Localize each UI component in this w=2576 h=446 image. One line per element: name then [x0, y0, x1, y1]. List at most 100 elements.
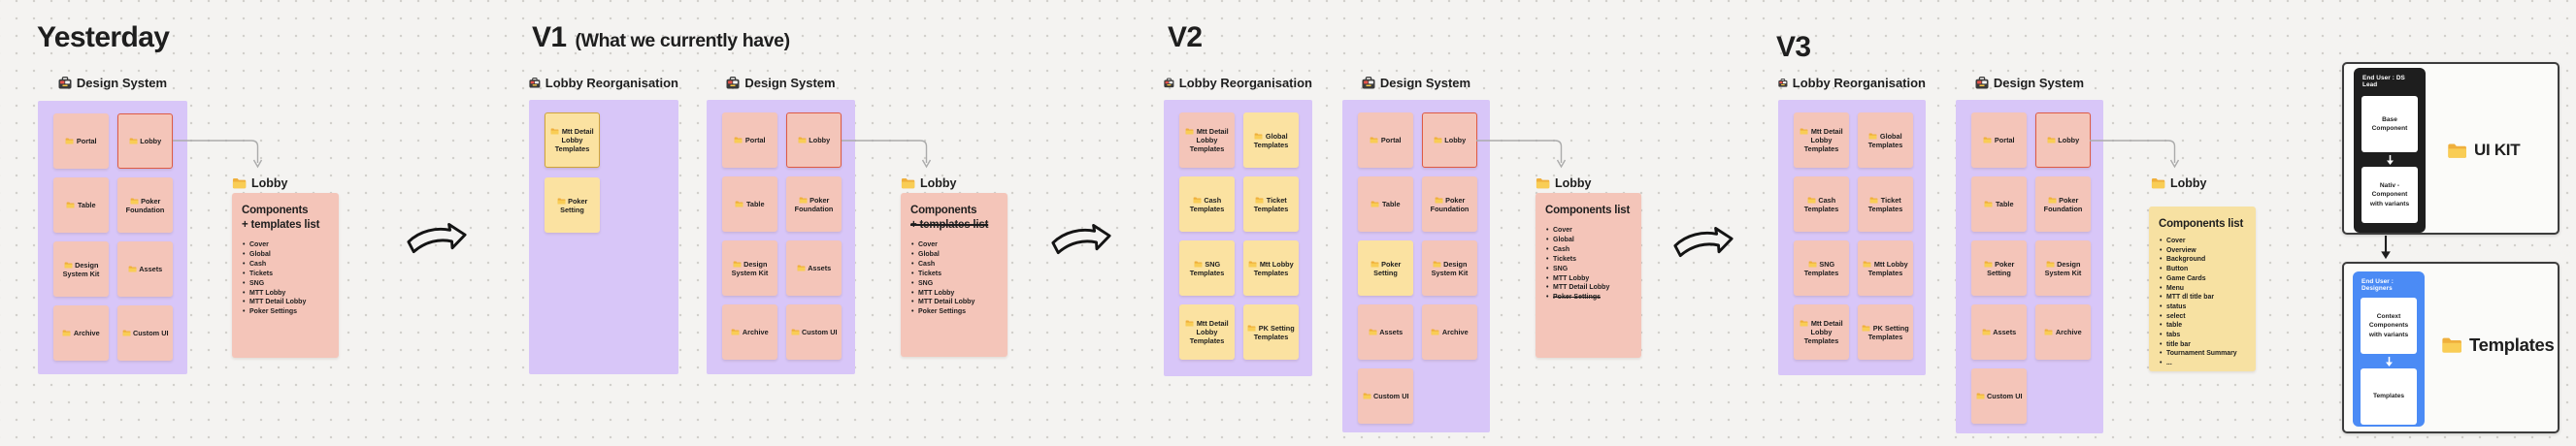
- sticky-note[interactable]: PK Setting Templates: [1243, 304, 1299, 360]
- section-title-v3[interactable]: V3: [1776, 31, 1811, 64]
- lobby-folder-label-v2[interactable]: Lobby: [1536, 176, 1592, 190]
- sticky-note[interactable]: Table: [53, 177, 109, 233]
- lobby-folder-label-v1[interactable]: Lobby: [901, 176, 957, 190]
- sticky-note[interactable]: Mtt Lobby Templates: [1243, 240, 1299, 296]
- arrow-v1-to-v2[interactable]: [1049, 223, 1113, 259]
- board-lobby-reorg-v2[interactable]: Mtt Detail Lobby Templates Global Templa…: [1164, 100, 1312, 376]
- sticky-note[interactable]: Ticket Templates: [1243, 176, 1299, 232]
- sticky-note[interactable]: Portal: [1971, 112, 2027, 168]
- section-title-yesterday[interactable]: Yesterday: [37, 21, 170, 54]
- board-title-design-system-yesterday[interactable]: Design System: [38, 76, 187, 90]
- sticky-note[interactable]: Global Templates: [1858, 112, 1913, 168]
- sticky-note[interactable]: Table: [1358, 176, 1413, 232]
- connector-lobby-yesterday[interactable]: [173, 134, 265, 173]
- arrow-v2-to-v3[interactable]: [1671, 226, 1735, 262]
- sticky-note[interactable]: Design System Kit: [1422, 240, 1477, 296]
- sticky-note[interactable]: Custom UI: [117, 305, 173, 361]
- sticky-note[interactable]: Design System Kit: [2035, 240, 2091, 296]
- sticky-note-text: Lobby: [1434, 136, 1466, 144]
- arrow-yesterday-to-v1[interactable]: [405, 222, 469, 258]
- sticky-note[interactable]: Assets: [1358, 304, 1413, 360]
- sticky-note[interactable]: Cash Templates: [1179, 176, 1235, 232]
- sticky-note[interactable]: Lobby: [2035, 112, 2091, 168]
- folder-icon: [1185, 320, 1194, 327]
- sticky-note[interactable]: Assets: [786, 240, 842, 296]
- board-design-system-v1[interactable]: Portal Lobby Table Poker Foundation Desi…: [707, 100, 855, 374]
- connector-lobby-v3[interactable]: [2090, 134, 2182, 173]
- sticky-note[interactable]: Poker Setting: [1358, 240, 1413, 296]
- sticky-note[interactable]: Mtt Detail Lobby Templates: [1794, 304, 1849, 360]
- sticky-note[interactable]: Custom UI: [1971, 368, 2027, 424]
- section-title-text: Yesterday: [37, 21, 170, 53]
- section-subtitle: (What we currently have): [575, 30, 791, 51]
- sticky-note[interactable]: Lobby: [1422, 112, 1477, 168]
- board-lobby-reorg-v1[interactable]: Mtt Detail Lobby Templates Poker Setting: [529, 100, 678, 374]
- board-title-lobby-reorg-v2[interactable]: Lobby Reorganisation: [1164, 76, 1312, 90]
- sticky-note[interactable]: Ticket Templates: [1858, 176, 1913, 232]
- board-lobby-reorg-v3[interactable]: Mtt Detail Lobby Templates Global Templa…: [1778, 100, 1926, 375]
- sticky-note[interactable]: Poker Foundation: [117, 177, 173, 233]
- board-title-design-system-v2[interactable]: Design System: [1342, 76, 1490, 90]
- connector-lobby-v2[interactable]: [1476, 134, 1569, 173]
- connector-lobby-v1[interactable]: [842, 134, 934, 173]
- sticky-note[interactable]: Poker Foundation: [2035, 176, 2091, 232]
- board-design-system-v3[interactable]: Portal Lobby Table Poker Foundation Poke…: [1956, 100, 2103, 433]
- sticky-note[interactable]: Mtt Detail Lobby Templates: [1794, 112, 1849, 168]
- sticky-note[interactable]: Table: [722, 176, 777, 232]
- sticky-note[interactable]: PK Setting Templates: [1858, 304, 1913, 360]
- board-title-design-system-v1[interactable]: Design System: [707, 76, 855, 90]
- folder-icon: [1255, 197, 1264, 204]
- sticky-note[interactable]: Poker Setting: [1971, 240, 2027, 296]
- lobby-folder-label-v3[interactable]: Lobby: [2151, 176, 2207, 190]
- sticky-note[interactable]: Assets: [117, 241, 173, 297]
- sticky-note[interactable]: Portal: [1358, 112, 1413, 168]
- board-title-design-system-v3[interactable]: Design System: [1956, 76, 2103, 90]
- board-title-lobby-reorg-v1[interactable]: Lobby Reorganisation: [529, 76, 678, 90]
- ds-lead-card[interactable]: End User : DS Lead Base Component Nativ …: [2354, 68, 2426, 233]
- sticky-note[interactable]: Poker Foundation: [786, 176, 842, 232]
- sticky-note[interactable]: Poker Foundation: [1422, 176, 1477, 232]
- lobby-components-card-v2[interactable]: Components list CoverGlobalCashTicketsSN…: [1536, 193, 1641, 358]
- sticky-note[interactable]: Lobby: [117, 113, 173, 169]
- sticky-note[interactable]: Global Templates: [1243, 112, 1299, 168]
- sticky-note[interactable]: Table: [1971, 176, 2027, 232]
- uikit-flow-frame[interactable]: End User : DS Lead Base Component Nativ …: [2342, 62, 2559, 235]
- sticky-note[interactable]: Portal: [722, 112, 777, 168]
- sticky-note[interactable]: Archive: [2035, 304, 2091, 360]
- sticky-note[interactable]: Assets: [1971, 304, 2027, 360]
- sticky-note[interactable]: Archive: [53, 305, 109, 361]
- sticky-note[interactable]: Mtt Detail Lobby Templates: [545, 112, 600, 168]
- designers-card[interactable]: End User : Designers Context Components …: [2353, 271, 2425, 427]
- sticky-note[interactable]: Portal: [53, 113, 109, 169]
- sticky-note[interactable]: Mtt Detail Lobby Templates: [1179, 112, 1235, 168]
- folder-icon: [1862, 325, 1870, 332]
- sticky-note[interactable]: Mtt Lobby Templates: [1858, 240, 1913, 296]
- templates-flow-frame[interactable]: End User : Designers Context Components …: [2342, 262, 2559, 433]
- sticky-note[interactable]: Design System Kit: [53, 241, 109, 297]
- sticky-note[interactable]: SNG Templates: [1179, 240, 1235, 296]
- sticky-note[interactable]: Archive: [722, 304, 777, 360]
- sticky-note[interactable]: Mtt Detail Lobby Templates: [1179, 304, 1235, 360]
- sticky-note[interactable]: SNG Templates: [1794, 240, 1849, 296]
- sticky-note[interactable]: Cash Templates: [1794, 176, 1849, 232]
- section-title-v2[interactable]: V2: [1168, 21, 1203, 54]
- list-item: table: [2159, 321, 2246, 331]
- sticky-note[interactable]: Poker Setting: [545, 177, 600, 233]
- sticky-note[interactable]: Lobby: [786, 112, 842, 168]
- section-title-v1[interactable]: V1 (What we currently have): [532, 21, 790, 54]
- sticky-note[interactable]: Custom UI: [786, 304, 842, 360]
- sticky-note[interactable]: Design System Kit: [722, 240, 777, 296]
- lobby-components-card-yesterday[interactable]: Components + templates list CoverGlobalC…: [232, 193, 339, 358]
- connector-uikit-to-templates[interactable]: [2378, 235, 2394, 261]
- sticky-note[interactable]: Archive: [1422, 304, 1477, 360]
- board-design-system-yesterday[interactable]: Portal Lobby Table Poker Foundation Desi…: [38, 101, 187, 374]
- uikit-label[interactable]: UI KIT: [2447, 141, 2521, 160]
- lobby-folder-label-yesterday[interactable]: Lobby: [232, 176, 288, 190]
- board-title-lobby-reorg-v3[interactable]: Lobby Reorganisation: [1778, 76, 1926, 90]
- sticky-note[interactable]: Custom UI: [1358, 368, 1413, 424]
- lobby-components-card-v3[interactable]: Components list CoverOverviewBackgroundB…: [2149, 207, 2256, 371]
- templates-label[interactable]: Templates: [2441, 334, 2555, 356]
- sticky-note-text: Mtt Lobby Templates: [1247, 260, 1295, 277]
- lobby-components-card-v1[interactable]: Components + templates list CoverGlobalC…: [901, 193, 1007, 357]
- board-design-system-v2[interactable]: Portal Lobby Table Poker Foundation Poke…: [1342, 100, 1490, 432]
